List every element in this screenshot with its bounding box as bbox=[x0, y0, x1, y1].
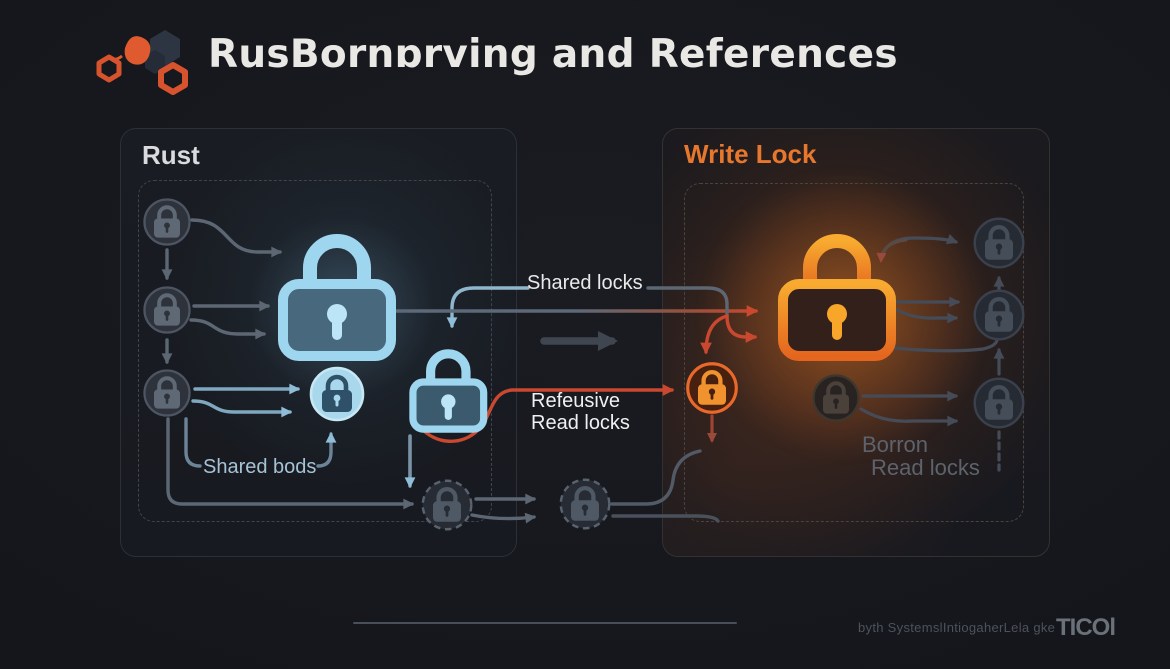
arrow-bottomlock1-to-2-b bbox=[470, 512, 537, 524]
lock-circle-blue-icon bbox=[311, 368, 363, 420]
arrow-sharedlocks-to-smalllock bbox=[446, 286, 530, 329]
shared-locks-label: Shared locks bbox=[527, 272, 643, 294]
red-arrow-into-writelock bbox=[725, 314, 758, 343]
arrow-writelock-to-r2-b bbox=[895, 308, 959, 324]
lock-circle-gray-icon bbox=[142, 197, 192, 247]
curve-bottom-to-orange-circle bbox=[610, 449, 702, 506]
padlock-shackle bbox=[303, 234, 371, 299]
logo-hex-ring-left bbox=[96, 54, 122, 83]
arrow-bottom-long bbox=[166, 417, 415, 510]
bottom-line-right bbox=[611, 514, 720, 523]
lock-circle-dashed-icon bbox=[561, 480, 610, 529]
write-lock-panel-dashed-area bbox=[684, 183, 1024, 522]
lock-circle-gray-icon bbox=[142, 285, 192, 335]
borron-line2: Read locks bbox=[871, 455, 980, 480]
padlock-keyhole bbox=[827, 304, 847, 324]
padlock-shackle bbox=[426, 349, 471, 392]
arrow-lock1-to-biglock bbox=[190, 218, 283, 258]
lock-circle-gray-icon bbox=[975, 291, 1024, 340]
rust-hexagon-logo-icon bbox=[96, 30, 188, 95]
padlock-blue-large-icon bbox=[278, 234, 396, 361]
arrow-writelock-to-r1 bbox=[882, 233, 959, 254]
line-writelock-bottom-right bbox=[892, 338, 999, 353]
refeusive-read-locks-label: Refeusive Read locks bbox=[531, 390, 630, 434]
padlock-keyhole-stem bbox=[832, 318, 842, 340]
arrow-return-hook bbox=[876, 238, 908, 263]
red-arrow-into-orange-circle bbox=[700, 314, 729, 355]
logo-hex-ring-right bbox=[158, 62, 188, 95]
rust-panel-dashed-area bbox=[138, 180, 492, 522]
padlock-shackle bbox=[803, 234, 871, 299]
refeusive-line1: Refeusive bbox=[531, 390, 620, 412]
padlock-keyhole bbox=[327, 304, 347, 324]
write-lock-panel-title: Write Lock bbox=[684, 139, 817, 169]
padlock-keyhole-stem bbox=[444, 404, 452, 420]
padlock-keyhole bbox=[441, 394, 456, 409]
padlock-blue-small-icon bbox=[409, 349, 488, 433]
arrow-lock3-right-b bbox=[191, 399, 293, 418]
lock-circle-faint-icon bbox=[811, 373, 861, 423]
shared-bods-line-up bbox=[316, 431, 337, 468]
shared-bods-label: Shared bods bbox=[203, 456, 317, 478]
refeusive-line2: Read locks bbox=[531, 412, 630, 434]
logo-claw-shape bbox=[124, 36, 151, 65]
lock-circle-gray-icon bbox=[975, 219, 1024, 268]
sharedlocks-line-right bbox=[646, 286, 729, 318]
padlock-orange-large-icon bbox=[778, 234, 896, 361]
arrow-faintlock-to-r3-b bbox=[859, 407, 959, 427]
lock-circle-dashed-icon bbox=[423, 481, 472, 530]
borron-read-locks-label: Borron Read locks bbox=[862, 433, 980, 479]
page-title: RusBornɒrving and References bbox=[208, 32, 898, 77]
arrow-lock2-right-b bbox=[189, 318, 267, 340]
rust-panel-arrows bbox=[161, 218, 416, 510]
write-panel-arrows bbox=[859, 233, 1005, 472]
footer-credit-text: byth SystemslIntiogaherLela gke bbox=[858, 620, 1056, 635]
lock-circle-orange-icon bbox=[688, 364, 737, 413]
lock-circle-gray-icon bbox=[142, 368, 192, 418]
rust-panel-title: Rust bbox=[142, 140, 200, 170]
footer-brand-logo: TICOl bbox=[1056, 614, 1116, 641]
logo-dark-hexagon-small bbox=[145, 50, 165, 74]
shared-bods-line-left bbox=[184, 417, 202, 468]
borron-line1: Borron bbox=[862, 432, 929, 457]
lock-circle-gray-icon bbox=[975, 379, 1024, 428]
padlock-keyhole-stem bbox=[332, 318, 342, 340]
footer-divider bbox=[353, 622, 737, 624]
